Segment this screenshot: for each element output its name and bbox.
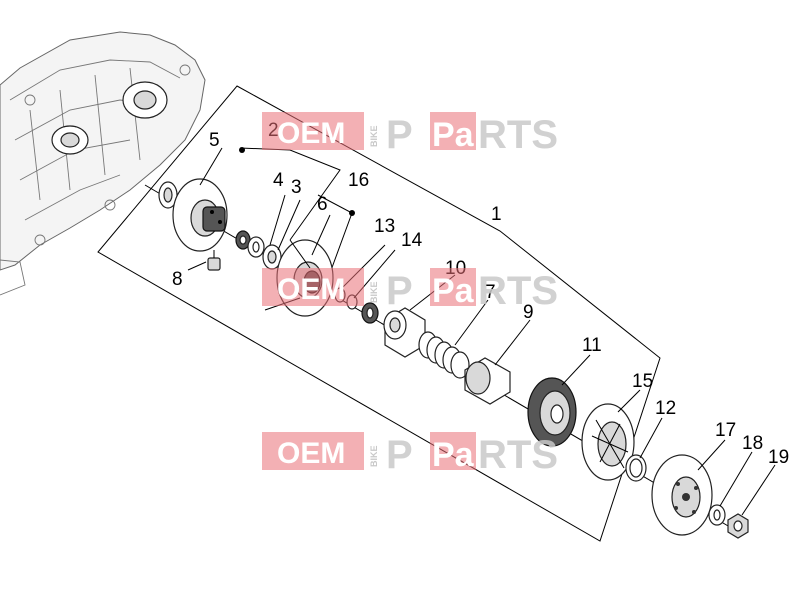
part-14b-bearing: [361, 302, 379, 324]
watermark-mid-left: OEM: [277, 273, 345, 306]
part-15-fan: [581, 403, 635, 481]
watermark-bot-p: P: [386, 433, 413, 477]
part-17-clutch-bell: [651, 454, 713, 536]
watermark-mid-box: Pa: [432, 272, 475, 310]
callout-19: 19: [768, 447, 789, 468]
part-7-spring: [418, 331, 470, 379]
part-12-circlip: [625, 454, 647, 482]
watermark-middle: OEM BIKE P Pa RTS: [262, 268, 558, 313]
callout-6: 6: [317, 194, 328, 215]
callout-12: 12: [655, 398, 676, 419]
watermark-top-middle: BIKE: [369, 125, 379, 147]
callout-4: 4: [273, 170, 284, 191]
watermark-top-p: P: [386, 113, 413, 157]
callout-15: 15: [632, 371, 653, 392]
watermark-top: OEM BIKE P Pa RTS: [262, 112, 558, 157]
part-9-bushing: [464, 357, 511, 405]
part-18-washer: [708, 504, 726, 526]
watermark-bot-box: Pa: [432, 436, 475, 474]
callout-5: 5: [209, 130, 220, 151]
watermark-mid-right: RTS: [478, 269, 558, 313]
watermark-top-box: Pa: [432, 116, 475, 154]
callout-1: 1: [491, 204, 502, 225]
watermark-mid-p: P: [386, 269, 413, 313]
callout-17: 17: [715, 420, 736, 441]
callout-14: 14: [401, 230, 423, 251]
watermark-bottom: OEM BIKE P Pa RTS: [262, 432, 558, 477]
part-2-pulley: [172, 178, 228, 252]
callout-3: 3: [291, 177, 302, 198]
watermark-top-left: OEM: [277, 117, 345, 150]
part-8-bolt: [207, 250, 221, 271]
callout-7: 7: [485, 282, 496, 303]
part-11-clutch: [527, 377, 577, 447]
assembly-frame-1: [97, 85, 661, 542]
dot-16: [349, 210, 355, 216]
watermark-bot-right: RTS: [478, 433, 558, 477]
watermark-mid-middle: BIKE: [369, 281, 379, 303]
dot-2: [239, 147, 245, 153]
callout-13: 13: [374, 216, 395, 237]
part-19-nut: [727, 513, 749, 539]
watermark-bot-middle: BIKE: [369, 445, 379, 467]
callout-16: 16: [348, 170, 369, 191]
watermark-bot-left: OEM: [277, 437, 345, 470]
part-10-sleeve: [383, 307, 426, 358]
watermark-top-right: RTS: [478, 113, 558, 157]
callout-11: 11: [582, 335, 602, 356]
callout-8: 8: [172, 269, 183, 290]
callout-9: 9: [523, 302, 534, 323]
crankcase-housing: [0, 31, 206, 296]
part-3-washer: [247, 236, 265, 258]
callout-18: 18: [742, 433, 763, 454]
